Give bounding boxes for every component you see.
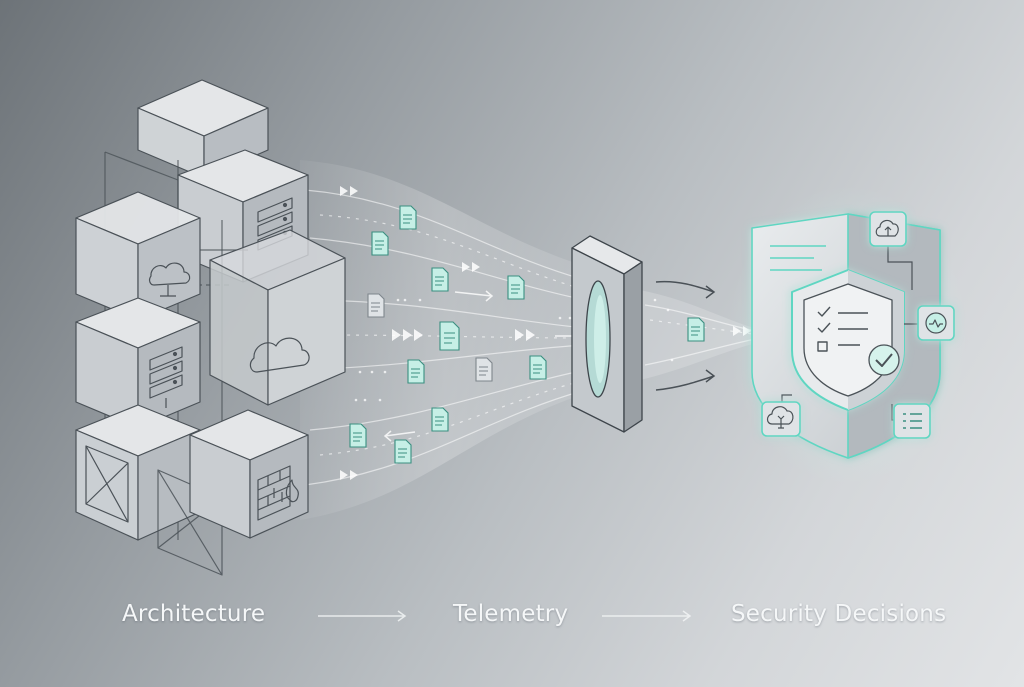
document-icon bbox=[407, 359, 425, 384]
caption-arrows bbox=[318, 610, 692, 622]
document-icons bbox=[349, 205, 705, 464]
firewall-icon bbox=[257, 465, 299, 521]
document-icon bbox=[399, 205, 417, 230]
list-icon bbox=[893, 403, 931, 439]
document-icon bbox=[507, 275, 525, 300]
cloud-upload-icon bbox=[869, 211, 907, 247]
document-icon bbox=[394, 439, 412, 464]
document-icon bbox=[475, 357, 493, 382]
document-icon bbox=[371, 231, 389, 256]
document-icon bbox=[367, 293, 385, 318]
document-icon bbox=[431, 267, 449, 292]
cloud-icon bbox=[148, 262, 191, 297]
telemetry-stream bbox=[299, 160, 761, 520]
security-decisions-label: Security Decisions bbox=[731, 601, 947, 627]
arrow-icon bbox=[318, 610, 407, 622]
server-icon bbox=[149, 346, 183, 408]
checklist-icon bbox=[817, 306, 868, 352]
architecture-label: Architecture bbox=[122, 601, 266, 627]
security-shield-group bbox=[728, 185, 968, 485]
cloud-cube-large bbox=[209, 229, 346, 406]
activity-icon bbox=[917, 305, 955, 341]
architecture-cubes bbox=[75, 79, 346, 576]
arrow-icon bbox=[655, 280, 716, 391]
arrow-icon bbox=[602, 610, 692, 622]
telemetry-label: Telemetry bbox=[453, 601, 569, 627]
checklist-shield bbox=[791, 269, 905, 411]
check-circle-icon bbox=[868, 344, 900, 376]
document-icon bbox=[687, 317, 705, 342]
document-icon bbox=[529, 355, 547, 380]
server-cube-lower bbox=[75, 297, 201, 429]
cloud-icon bbox=[249, 337, 310, 373]
document-icon bbox=[349, 423, 367, 448]
document-icon bbox=[439, 321, 460, 351]
document-icon bbox=[431, 407, 449, 432]
data-dots bbox=[354, 298, 674, 402]
firewall-cube bbox=[189, 409, 309, 539]
cloud-sync-icon bbox=[761, 401, 801, 437]
crossed-box-icon bbox=[85, 445, 129, 523]
lens-gate-icon bbox=[571, 235, 643, 433]
